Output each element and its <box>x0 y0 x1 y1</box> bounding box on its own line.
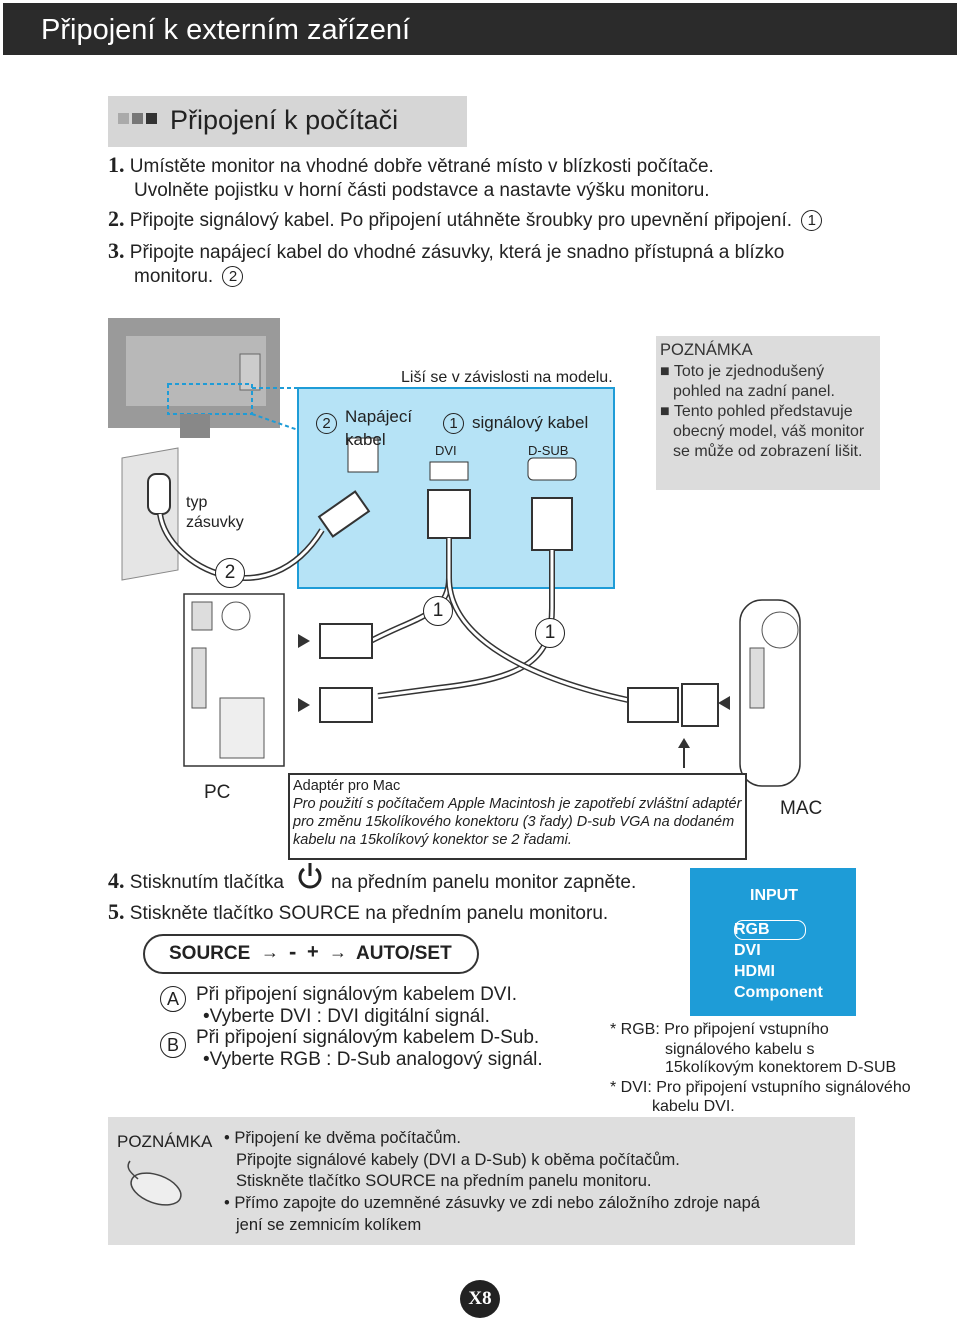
dvi-label: DVI <box>435 443 457 458</box>
note-bullet-1: ■ Toto je zjednodušený <box>660 363 825 380</box>
input-item-hdmi[interactable]: HDMI <box>734 963 775 980</box>
marker-1-dsub: 1 <box>535 618 565 648</box>
mouse-icon <box>127 1160 182 1206</box>
plus-button[interactable]: + <box>307 941 319 963</box>
input-title: INPUT <box>750 887 798 904</box>
step-3: 3. Připojte napájecí kabel do vhodné zás… <box>108 238 785 263</box>
footnote-rgb-2: signálového kabelu s <box>665 1041 815 1058</box>
auto-set-button[interactable]: AUTO/SET <box>356 943 452 964</box>
arrow-right-icon: → <box>261 942 279 962</box>
step-4: 4. Stisknutím tlačítka <box>108 868 284 893</box>
source-button[interactable]: SOURCE <box>169 943 251 964</box>
page-number: X8 <box>460 1280 500 1318</box>
footnote-rgb-1: * RGB: Pro připojení vstupního <box>610 1021 829 1038</box>
step-3-line-2: monitoru. 2 <box>134 264 244 290</box>
callout-1-signal: 1 <box>443 413 464 434</box>
square-icon <box>146 113 157 124</box>
input-item-rgb[interactable]: RGB <box>734 921 770 938</box>
option-a-line-2: •Vyberte DVI : DVI digitální signál. <box>203 1006 490 1027</box>
footnote-rgb-3: 15kolíkovým konektorem D-SUB <box>665 1059 897 1076</box>
step-1: 1. Umístěte monitor na vhodné dobře větr… <box>108 152 714 177</box>
note-bullet-1: • Připojení ke dvěma počítačům. <box>224 1129 461 1147</box>
minus-button[interactable]: - <box>289 939 297 964</box>
note-title: POZNÁMKA <box>117 1132 213 1151</box>
option-b-badge: B <box>160 1032 186 1058</box>
dsub-label: D-SUB <box>528 443 569 458</box>
note-bullet-2: • Přímo zapojte do uzemněné zásuvky ve z… <box>224 1194 760 1212</box>
callout-2-power: 2 <box>316 413 337 434</box>
step-3-line-1: Připojte napájecí kabel do vhodné zásuvk… <box>129 242 785 263</box>
power-icon <box>298 863 322 889</box>
signal-cable-label: signálový kabel <box>472 413 589 432</box>
page-title: Připojení k externím zařízení <box>41 14 411 46</box>
top-banner: Připojení k externím zařízení <box>3 3 957 55</box>
footnote-dvi-2: kabelu DVI. <box>652 1098 735 1115</box>
marker-1-dvi: 1 <box>423 596 453 626</box>
monitor-back-illustration <box>108 318 280 438</box>
mac-adapter-box: Adaptér pro Mac Pro použití s počítačem … <box>288 773 747 860</box>
pc-label: PC <box>204 782 231 803</box>
section-heading: Připojení k počítači <box>108 96 467 147</box>
square-icon <box>118 113 129 124</box>
callout-1: 1 <box>801 210 823 232</box>
model-varies-label: Liší se v závislosti na modelu. <box>401 369 613 386</box>
footnote-dvi-1: * DVI: Pro připojení vstupního signálové… <box>610 1079 911 1096</box>
mac-adapter-title: Adaptér pro Mac <box>293 778 401 794</box>
note-box-model: POZNÁMKA ■ Toto je zjednodušený pohled n… <box>656 336 880 490</box>
option-b-line-1: Při připojení signálovým kabelem D-Sub. <box>196 1027 540 1048</box>
input-item-component[interactable]: Component <box>734 984 823 1001</box>
arrow-right-icon: → <box>329 942 347 962</box>
note-title: POZNÁMKA <box>660 341 753 359</box>
input-item-dvi[interactable]: DVI <box>734 942 761 959</box>
callout-2: 2 <box>222 266 244 288</box>
front-panel-buttons: SOURCE → - + → AUTO/SET <box>143 934 479 974</box>
option-b-line-2: •Vyberte RGB : D-Sub analogový signál. <box>203 1049 543 1070</box>
square-icon <box>132 113 143 124</box>
step-1-line-2: Uvolněte pojistku v horní části podstavc… <box>134 180 710 201</box>
step-2: 2. Připojte signálový kabel. Po připojen… <box>108 206 823 234</box>
option-a-badge: A <box>160 986 186 1012</box>
section-title: Připojení k počítači <box>170 105 399 135</box>
step-4-text: na předním panelu monitor zapněte. <box>331 872 637 893</box>
marker-2: 2 <box>215 558 245 588</box>
note-box-two-pcs: POZNÁMKA • Připojení ke dvěma počítačům.… <box>108 1117 855 1245</box>
step-5: 5. Stiskněte tlačítko SOURCE na předním … <box>108 899 609 924</box>
mac-label: MAC <box>780 798 823 819</box>
step-1-line-1: Umístěte monitor na vhodné dobře větrané… <box>129 156 714 177</box>
note-bullet-2: ■ Tento pohled představuje <box>660 403 853 420</box>
input-menu-panel: INPUT RGB DVI HDMI Component <box>690 868 856 1016</box>
step-2-text: Připojte signálový kabel. Po připojení u… <box>129 210 793 231</box>
option-a-line-1: Při připojení signálovým kabelem DVI. <box>196 984 518 1005</box>
